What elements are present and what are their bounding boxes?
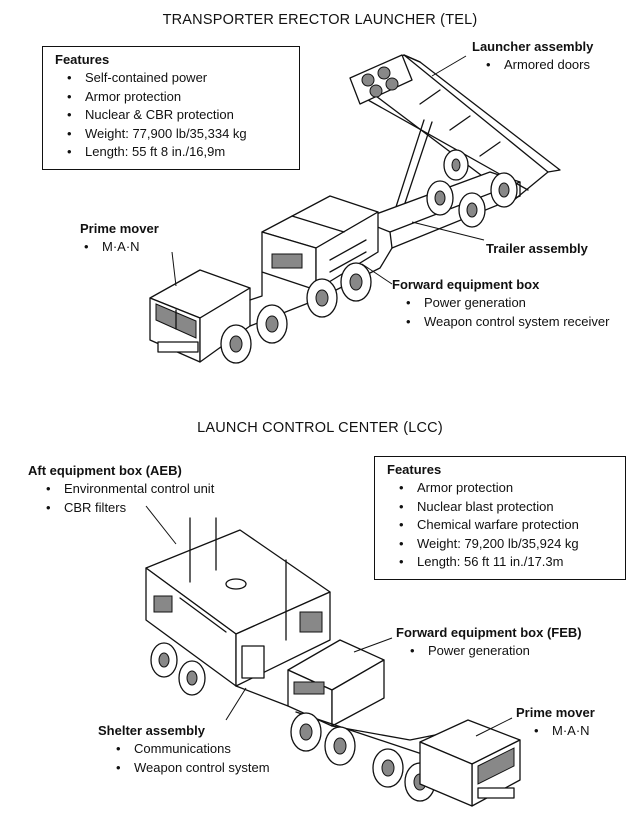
tel-launcher-canister: [349, 54, 561, 201]
list-item: •CBR filters: [42, 499, 214, 518]
lcc-vehicle-drawing: [145, 505, 521, 807]
list-item: •Armor protection: [63, 88, 289, 107]
bullet-icon: •: [67, 125, 72, 141]
bullet-icon: •: [406, 313, 411, 329]
lcc-aft-heading: Aft equipment box (AEB): [28, 463, 182, 478]
lcc-features-list: •Armor protection •Nuclear blast protect…: [387, 479, 615, 572]
bullet-icon: •: [534, 723, 539, 738]
tel-features-heading: Features: [55, 52, 110, 67]
bullet-icon: •: [116, 759, 121, 775]
bullet-icon: •: [46, 499, 51, 515]
tel-forward-box-label: Forward equipment box •Power generation …: [392, 276, 609, 331]
tel-forward-equipment-box: [261, 195, 379, 291]
list-item: •Power generation: [402, 294, 609, 313]
lcc-prime-mover: [419, 719, 521, 807]
tel-trailer-heading: Trailer assembly: [486, 241, 588, 256]
lcc-aft-box-label: Aft equipment box (AEB) •Environmental c…: [28, 462, 214, 517]
bullet-icon: •: [67, 88, 72, 104]
tel-prime-mover-heading: Prime mover: [80, 221, 159, 236]
list-item: •Armored doors: [482, 56, 593, 75]
bullet-icon: •: [486, 57, 491, 72]
lcc-features-box: Features •Armor protection •Nuclear blas…: [374, 456, 626, 580]
list-item: •Weight: 79,200 lb/35,924 kg: [395, 535, 615, 554]
list-item: •Nuclear blast protection: [395, 498, 615, 517]
lcc-shelter-heading: Shelter assembly: [98, 723, 205, 738]
lcc-features-heading: Features: [387, 462, 442, 477]
list-item: •Length: 56 ft 11 in./17.3m: [395, 553, 615, 572]
tel-trailer-wheels: [426, 149, 518, 228]
list-item: •Weight: 77,900 lb/35,334 kg: [63, 125, 289, 144]
list-item: •M·A·N: [80, 238, 159, 257]
list-item: •Weapon control system: [112, 759, 270, 778]
tel-vehicle-drawing: [149, 54, 561, 364]
lcc-truck-wheels: [290, 712, 436, 802]
list-item: •Power generation: [406, 642, 582, 661]
bullet-icon: •: [410, 643, 415, 658]
lcc-prime-mover-heading: Prime mover: [516, 705, 595, 720]
bullet-icon: •: [67, 70, 72, 85]
bullet-icon: •: [399, 554, 404, 569]
list-item: •Weapon control system receiver: [402, 313, 609, 332]
tel-prime-mover: [149, 269, 251, 363]
list-item: •M·A·N: [530, 722, 595, 741]
lcc-feb-label: Forward equipment box (FEB) •Power gener…: [396, 624, 582, 661]
list-item: •Nuclear & CBR protection: [63, 106, 289, 125]
list-item: •Self-contained power: [63, 69, 289, 88]
tel-launcher-heading: Launcher assembly: [472, 39, 594, 54]
lcc-forward-equipment-box: [287, 639, 385, 727]
bullet-icon: •: [406, 295, 411, 310]
tel-trailer-label: Trailer assembly: [486, 240, 588, 258]
bullet-icon: •: [399, 498, 404, 514]
lcc-shelter-wheels: [150, 642, 206, 696]
lcc-prime-mover-label: Prime mover •M·A·N: [516, 704, 595, 741]
tel-features-list: •Self-contained power •Armor protection …: [55, 69, 289, 162]
bullet-icon: •: [399, 480, 404, 495]
list-item: •Armor protection: [395, 479, 615, 498]
tel-prime-mover-label: Prime mover •M·A·N: [80, 220, 159, 257]
list-item: •Communications: [112, 740, 270, 759]
tel-forward-box-heading: Forward equipment box: [392, 277, 540, 292]
bullet-icon: •: [399, 535, 404, 551]
lcc-feb-heading: Forward equipment box (FEB): [396, 625, 582, 640]
tel-launcher-label: Launcher assembly •Armored doors: [472, 38, 593, 75]
lcc-shelter: [145, 517, 331, 687]
list-item: •Length: 55 ft 8 in./16,9m: [63, 143, 289, 162]
bullet-icon: •: [84, 239, 89, 254]
bullet-icon: •: [46, 481, 51, 496]
tel-features-box: Features •Self-contained power •Armor pr…: [42, 46, 300, 170]
lcc-title: LAUNCH CONTROL CENTER (LCC): [197, 420, 443, 436]
lcc-shelter-label: Shelter assembly •Communications •Weapon…: [98, 722, 270, 777]
tel-truck-wheels: [220, 262, 372, 364]
bullet-icon: •: [67, 144, 72, 159]
tel-title: TRANSPORTER ERECTOR LAUNCHER (TEL): [162, 12, 478, 28]
list-item: •Chemical warfare protection: [395, 516, 615, 535]
bullet-icon: •: [399, 517, 404, 532]
bullet-icon: •: [116, 741, 121, 756]
list-item: •Environmental control unit: [42, 480, 214, 499]
bullet-icon: •: [67, 107, 72, 122]
